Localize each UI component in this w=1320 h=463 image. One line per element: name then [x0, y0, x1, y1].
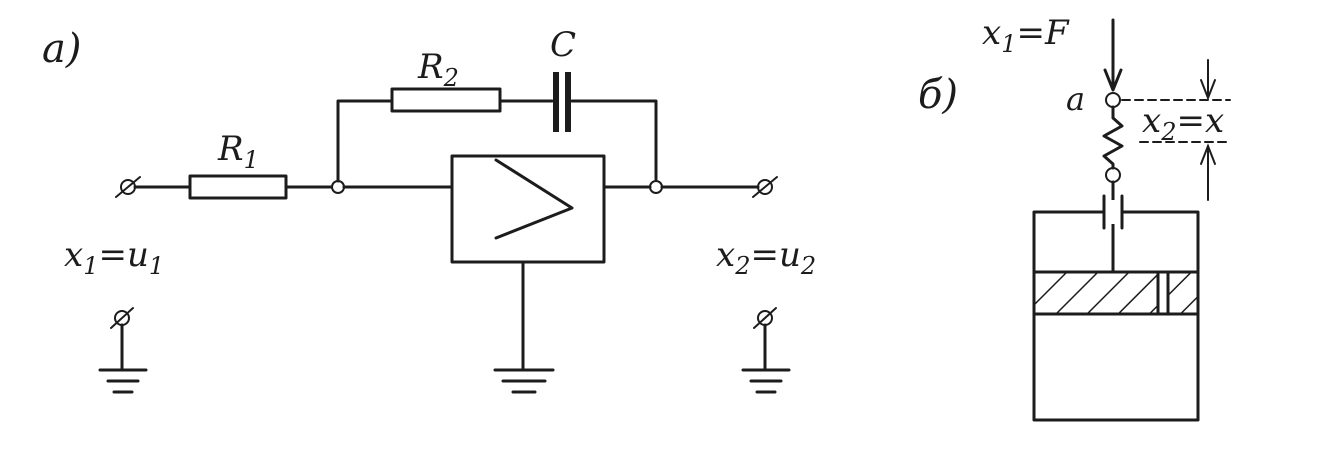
r1-label: R1 — [217, 129, 259, 174]
resistor-r2 — [390, 87, 502, 113]
panel-label-a: a) — [42, 26, 81, 72]
spring — [1102, 105, 1124, 170]
spring-lower-joint — [1105, 167, 1121, 183]
capacitor-label: C — [550, 25, 576, 65]
wire-feedback-right — [570, 99, 658, 181]
input-label-eq: = — [98, 235, 127, 275]
displacement-label: x2=x — [1142, 101, 1224, 146]
force-label: x1=F — [982, 13, 1070, 58]
output-label-var-sub: 2 — [734, 252, 750, 280]
output-ground-terminal — [741, 307, 791, 394]
damper-piston — [1032, 270, 1200, 316]
diagram-b: б) x1=F a — [918, 13, 1231, 422]
force-label-eq: = — [1016, 13, 1045, 53]
force-arrow — [1103, 18, 1123, 92]
r2-label: R2 — [417, 47, 459, 92]
input-label-var: x — [64, 235, 83, 275]
output-label-eq: = — [750, 235, 779, 275]
force-label-var: x — [982, 13, 1001, 53]
input-label-var-sub: 1 — [83, 252, 98, 280]
capacitor-c — [553, 72, 571, 132]
r1-label-sub: 1 — [244, 146, 259, 174]
force-label-var-sub: 1 — [1001, 30, 1016, 58]
force-label-val: F — [1044, 13, 1070, 53]
input-label-val: u — [127, 235, 149, 275]
junction-left — [331, 180, 345, 194]
input-label-val-sub: 1 — [149, 252, 164, 280]
displacement-label-var: x — [1142, 101, 1161, 141]
resistor-r1 — [188, 174, 288, 200]
diagram-a: a) R1 R2 C — [42, 25, 816, 394]
displacement-label-val: x — [1205, 101, 1224, 141]
panel-label-b: б) — [918, 72, 958, 118]
point-a-marker — [1105, 92, 1121, 108]
output-label: x2=u2 — [716, 235, 816, 280]
amplifier-ground — [493, 260, 555, 394]
amplifier-block — [450, 154, 606, 264]
rod-gland — [1104, 200, 1122, 224]
r1-label-name: R — [217, 129, 244, 169]
output-terminal — [752, 176, 778, 198]
input-label: x1=u1 — [64, 235, 164, 280]
point-a-label: a — [1066, 80, 1085, 118]
output-label-val-sub: 2 — [800, 252, 816, 280]
r2-label-sub: 2 — [443, 64, 459, 92]
amplifier-symbol — [494, 158, 574, 240]
displacement-label-var-sub: 2 — [1160, 118, 1176, 146]
junction-right — [649, 180, 663, 194]
output-label-var: x — [716, 235, 735, 275]
output-label-val: u — [779, 235, 801, 275]
damper-cylinder — [1032, 210, 1200, 422]
r2-label-name: R — [417, 47, 444, 87]
displacement-dimension — [1121, 59, 1231, 201]
wire-feedback-left — [336, 99, 394, 183]
displacement-label-eq: = — [1176, 101, 1205, 141]
input-ground-terminal — [98, 307, 148, 394]
